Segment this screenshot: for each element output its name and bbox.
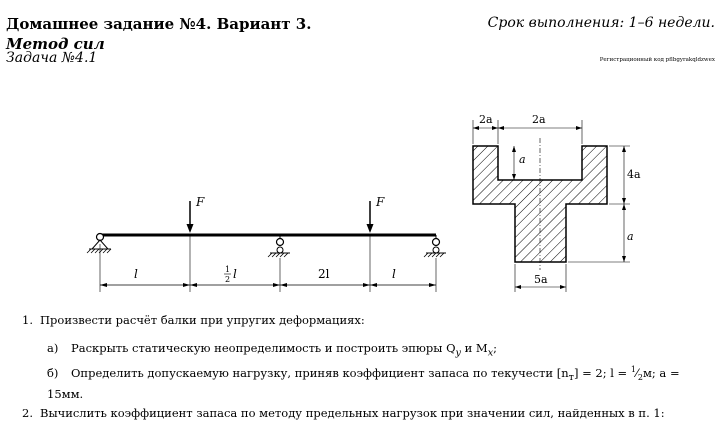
task-item-1: 1. Произвести расчёт балки при упругих де… — [22, 313, 365, 327]
force-arrow-2 — [366, 201, 374, 233]
task-item-2-number: 2. — [22, 406, 33, 420]
method-title: Метод сил — [6, 35, 105, 53]
dim-top-left: 2a — [479, 113, 493, 126]
dim-label-1: l — [134, 267, 138, 281]
task-item-1b-label: б) — [47, 365, 59, 380]
task-item-1b: б) Определить допускаемую нагрузку, приня… — [47, 365, 680, 402]
task-item-1a-q-sub: y — [455, 347, 461, 359]
task-item-1a-label: а) — [47, 341, 59, 355]
task-item-1a: а) Раскрыть статическую неопределимость и… — [47, 341, 497, 358]
task-item-1b-eq: ] = 2; l = — [573, 365, 631, 380]
task-item-1a-text: Раскрыть статическую неопределимость и п… — [71, 341, 456, 355]
right-roller-support — [423, 235, 446, 258]
middle-roller-support — [267, 235, 290, 258]
section-shape — [472, 145, 608, 263]
task-item-1b-frac-den: 2 — [637, 373, 643, 383]
dim-label-2-num: 1 — [225, 265, 230, 274]
task-item-1b-text: Определить допускаемую нагрузку, приняв … — [71, 365, 569, 380]
dim-notch-depth: a — [519, 153, 526, 166]
deadline: Срок выполнения: 1–6 недели. — [487, 15, 715, 31]
task-number: Задача №4.1 — [6, 50, 98, 66]
cross-section-diagram: 2a 2a a 4a a 5a — [472, 113, 641, 292]
task-item-1b-frac-num: 1 — [630, 365, 636, 374]
task-item-1b-tail: м; a = 15мм. — [47, 365, 680, 402]
assignment-title: Домашнее задание №4. Вариант 3. — [6, 15, 312, 33]
dim-label-2-var: l — [233, 267, 237, 281]
task-item-2-text: Вычислить коэффициент запаса по методу п… — [40, 406, 665, 420]
registration-code: Регистрационный код pflbgyrakqldzwex — [599, 57, 715, 63]
dim-label-2-den: 2 — [225, 275, 230, 284]
force-label-1: F — [195, 195, 205, 209]
task-item-1a-m-sub: x — [487, 347, 494, 359]
beam-diagram: F F l 1 2 l 2l — [86, 195, 446, 292]
task-item-1-text: Произвести расчёт балки при упругих дефо… — [40, 313, 365, 327]
task-item-1b-sub: т — [568, 372, 574, 384]
task-item-1a-and: и M — [460, 341, 488, 355]
dim-label-3: 2l — [318, 267, 330, 281]
extension-lines — [99, 235, 437, 292]
force-arrow-1 — [186, 201, 194, 233]
dim-lower-height: a — [627, 230, 634, 243]
dim-top-gap: 2a — [532, 113, 546, 126]
force-label-2: F — [375, 195, 385, 209]
task-item-2: 2. Вычислить коэффициент запаса по методу… — [22, 406, 665, 420]
dim-upper-height: 4a — [627, 168, 641, 181]
beam-dimension-line — [100, 283, 436, 287]
task-item-1a-end: ; — [493, 341, 497, 355]
dim-bottom-width: 5a — [534, 273, 548, 286]
dim-label-4: l — [392, 267, 396, 281]
task-item-1-number: 1. — [22, 313, 33, 327]
